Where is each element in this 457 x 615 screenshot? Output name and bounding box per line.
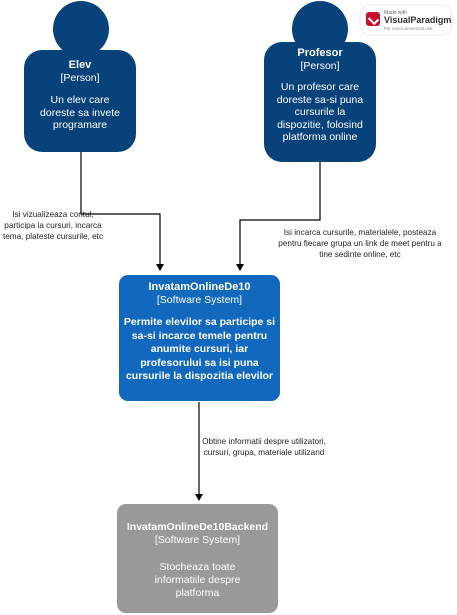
backend-name: InvatamOnlineDe10Backend	[126, 521, 269, 533]
elev-description: Un elev care doreste sa invete programar…	[40, 94, 120, 131]
watermark-line3: For non-commercial use	[384, 26, 433, 31]
edge-elev-to-system	[80, 152, 164, 271]
visual-paradigm-logo-icon	[366, 12, 380, 26]
watermark-line2: VisualParadigm	[384, 15, 452, 25]
backend-system-node[interactable]: InvatamOnlineDe10Backend [Software Syste…	[117, 504, 278, 613]
backend-description: Stocheaza toate informatiile despre plat…	[154, 561, 241, 599]
profesor-kind: [Person]	[300, 59, 340, 72]
visual-paradigm-watermark: Made with VisualParadigm For non-commerc…	[361, 6, 451, 34]
elev-kind: [Person]	[60, 71, 100, 84]
profesor-description: Un profesor care doreste sa-si puna curs…	[276, 81, 364, 143]
edge-label-profesor-to-system: Isi incarca cursurile, materialele, post…	[278, 228, 442, 259]
system-kind: [Software System]	[156, 294, 243, 306]
backend-kind: [Software System]	[154, 534, 241, 546]
elev-person-head	[53, 1, 109, 57]
edge-profesor-to-system	[236, 162, 321, 271]
invatam-system-node[interactable]: InvatamOnlineDe10 [Software System] Perm…	[119, 275, 280, 401]
elev-person-node[interactable]: Elev [Person] Un elev care doreste sa in…	[24, 50, 136, 152]
elev-name: Elev	[68, 59, 92, 71]
watermark-line1: Made with	[384, 10, 407, 16]
system-description: Permite elevilor sa participe si sa-si i…	[123, 316, 276, 382]
system-name: InvatamOnlineDe10	[148, 281, 251, 293]
edge-label-system-to-backend: Obtine informatii despre utilizatori, cu…	[202, 437, 326, 457]
profesor-person-node[interactable]: Profesor [Person] Un profesor care dores…	[264, 42, 376, 162]
edge-label-elev-to-system: Isi vizualizeaza contul, participa la cu…	[2, 210, 104, 241]
profesor-name: Profesor	[297, 47, 343, 59]
